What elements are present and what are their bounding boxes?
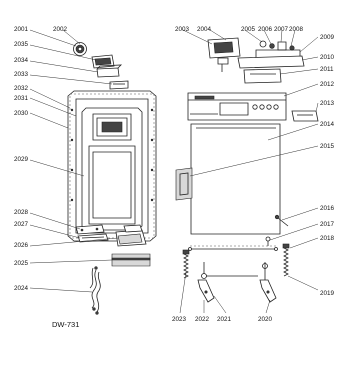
part-label-2029: 2029: [14, 156, 29, 163]
part-number-labels: 2001 2002 2035 2034 2033 2032 2031 2030 …: [14, 26, 335, 329]
part-2025-cover: [111, 253, 151, 267]
part-label-2019: 2019: [320, 290, 335, 297]
part-2014-front-panel: [190, 123, 281, 235]
part-2026-panel: [115, 224, 147, 247]
part-label-2008: 2008: [289, 26, 304, 33]
part-2028-bracket: [75, 224, 105, 235]
part-label-2034: 2034: [14, 57, 29, 64]
part-base-rod: [188, 245, 278, 251]
part-label-2035: 2035: [14, 41, 29, 48]
part-label-2006: 2006: [258, 26, 273, 33]
model-code: DW-731: [52, 320, 79, 329]
part-2022-pulley: [201, 262, 207, 279]
part-label-2013: 2013: [320, 100, 335, 107]
part-label-2023: 2023: [172, 316, 187, 323]
part-label-2030: 2030: [14, 110, 29, 117]
part-label-2032: 2032: [14, 85, 29, 92]
part-2035-box: [91, 54, 115, 69]
part-2002-knob: [73, 42, 87, 56]
part-2013-label-plate: [291, 110, 319, 122]
part-label-2033: 2033: [14, 71, 29, 78]
part-label-2020: 2020: [258, 316, 273, 323]
part-2015-handle: [175, 167, 193, 201]
part-2029-inner-door: [81, 107, 143, 231]
part-label-2007: 2007: [274, 26, 289, 33]
part-2018-spring: [282, 243, 290, 277]
part-2009-2011-brackets: [237, 55, 305, 84]
part-label-2015: 2015: [320, 143, 335, 150]
part-hinge-arm-left: [197, 279, 215, 303]
part-2004-control-module: [207, 37, 241, 72]
part-label-2022: 2022: [195, 316, 210, 323]
part-label-2024: 2024: [14, 285, 29, 292]
part-label-2028: 2028: [14, 209, 29, 216]
part-label-2002: 2002: [53, 26, 68, 33]
leader-lines: [29, 29, 319, 314]
part-label-2009: 2009: [320, 34, 335, 41]
part-2024-wiring: [89, 266, 101, 315]
part-label-2026: 2026: [14, 242, 29, 249]
part-2023-spring: [182, 249, 190, 279]
part-2034-block: [96, 64, 123, 78]
part-2016-screw: [274, 214, 289, 227]
part-label-2017: 2017: [320, 221, 335, 228]
part-label-2005: 2005: [241, 26, 256, 33]
part-label-2011: 2011: [320, 66, 334, 73]
part-2012-control-panel: [187, 92, 287, 121]
part-2027-bracket: [77, 233, 109, 243]
part-label-2001: 2001: [14, 26, 29, 33]
part-label-2014: 2014: [320, 121, 335, 128]
part-2033-latch: [109, 80, 129, 90]
part-2017-pin: [265, 236, 271, 246]
part-label-2012: 2012: [320, 81, 335, 88]
part-label-2031: 2031: [14, 95, 29, 102]
part-label-2018: 2018: [320, 235, 335, 242]
part-label-2016: 2016: [320, 205, 335, 212]
part-label-2004: 2004: [197, 26, 212, 33]
part-label-2021: 2021: [217, 316, 232, 323]
part-label-2025: 2025: [14, 260, 29, 267]
part-label-2010: 2010: [320, 54, 335, 61]
part-label-2003: 2003: [175, 26, 190, 33]
part-2020-hinge-arm: [259, 262, 277, 303]
part-label-2027: 2027: [14, 221, 29, 228]
part-2005-2008-switches: [255, 40, 301, 59]
